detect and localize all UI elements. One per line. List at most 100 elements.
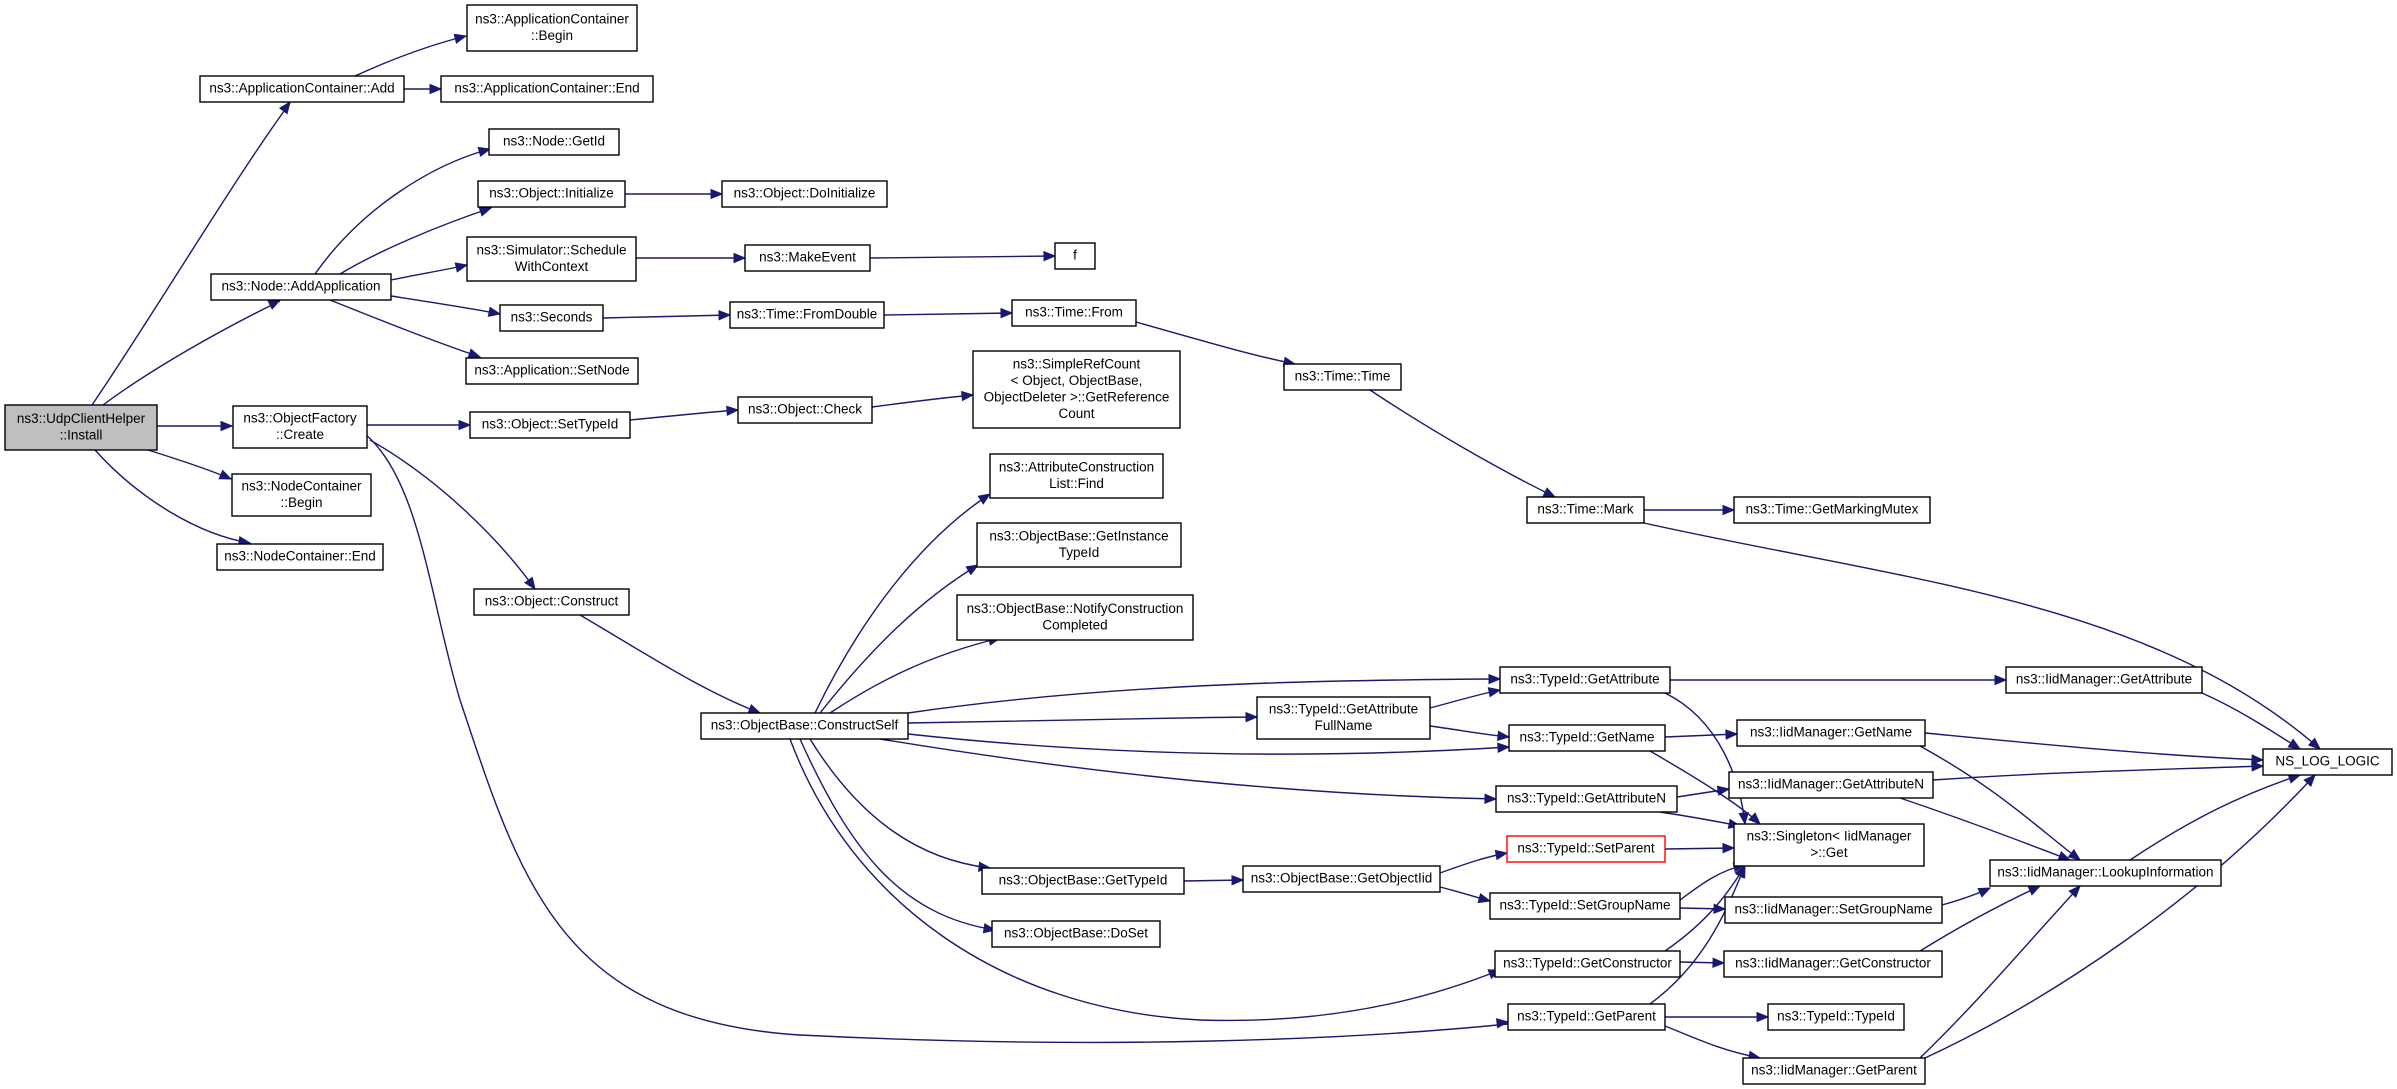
node-iid-getattr[interactable]: ns3::IidManager::GetAttribute (2005, 666, 2203, 694)
arrowhead (1497, 742, 1511, 753)
node-time-fromdouble[interactable]: ns3::Time::FromDouble (729, 301, 885, 329)
node-app-begin[interactable]: ns3::ApplicationContainer::Begin (466, 4, 638, 52)
node-label: ns3::Simulator::Schedule (476, 242, 626, 257)
edge-tid-getattrfull-to-tid-getattr (1429, 687, 1502, 709)
node-box (2262, 748, 2393, 776)
node-box (231, 473, 372, 517)
edge-tid-getattr-to-iid-getattr (1670, 674, 2008, 686)
node-label: ns3::Seconds (511, 310, 593, 325)
edge-iid-getparent-to-iid-lookup (1919, 885, 2081, 1059)
arrowhead (1994, 674, 2008, 686)
node-label: ns3::MakeEvent (759, 250, 856, 265)
edge-line (390, 264, 468, 281)
node-tid-setgroup[interactable]: ns3::TypeId::SetGroupName (1489, 892, 1681, 920)
arrowhead (487, 306, 502, 317)
edge-line (364, 433, 1509, 1044)
node-iid-lookup[interactable]: ns3::IidManager::LookupInformation (1989, 859, 2222, 887)
node-label: ns3::IidManager::GetName (1750, 725, 1912, 740)
node-label: ns3::IidManager::GetAttributeN (1738, 777, 1924, 792)
node-box (1724, 896, 1943, 924)
edge-iid-getattrn-to-iid-lookup (1899, 797, 2072, 861)
edge-app-add-to-app-end (404, 83, 443, 95)
edge-sim-sched-to-makeevent (636, 252, 747, 264)
node-time-getmutex[interactable]: ns3::Time::GetMarkingMutex (1733, 496, 1931, 524)
node-ob-doset[interactable]: ns3::ObjectBase::DoSet (991, 920, 1161, 948)
node-tid-getparent[interactable]: ns3::TypeId::GetParent (1507, 1003, 1666, 1031)
node-tid-getctor[interactable]: ns3::TypeId::GetConstructor (1494, 950, 1681, 978)
edge-tid-setgroup-to-iid-setgroup (1679, 903, 1727, 914)
node-time-time[interactable]: ns3::Time::Time (1283, 363, 1402, 391)
node-udp-install[interactable]: ns3::UdpClientHelper::Install (4, 404, 158, 451)
node-label: ns3::Object::Construct (485, 594, 619, 609)
edge-line (1919, 885, 2041, 952)
node-obj-check[interactable]: ns3::Object::Check (737, 396, 873, 424)
node-time-from[interactable]: ns3::Time::From (1011, 299, 1137, 327)
node-node-addapp[interactable]: ns3::Node::AddApplication (210, 273, 392, 301)
edge-udp-install-to-nc-end (94, 449, 252, 547)
node-app-add[interactable]: ns3::ApplicationContainer::Add (199, 75, 405, 103)
node-makeevent[interactable]: ns3::MakeEvent (744, 244, 871, 272)
node-time-mark[interactable]: ns3::Time::Mark (1526, 496, 1645, 524)
node-ob-notify[interactable]: ns3::ObjectBase::NotifyConstructionCompl… (956, 594, 1194, 641)
edge-line (1664, 847, 1735, 850)
arrowhead (454, 262, 469, 273)
node-tid-typeid[interactable]: ns3::TypeId::TypeId (1767, 1003, 1905, 1031)
node-ob-getobjectiid[interactable]: ns3::ObjectBase::GetObjectIid (1242, 865, 1441, 893)
node-app-end[interactable]: ns3::ApplicationContainer::End (440, 75, 654, 103)
node-ob-gettypeid[interactable]: ns3::ObjectBase::GetTypeId (981, 867, 1185, 895)
edge-line (869, 255, 1056, 259)
node-label: f (1073, 248, 1077, 263)
node-ob-constructself[interactable]: ns3::ObjectBase::ConstructSelf (700, 712, 909, 740)
edge-line (314, 148, 491, 275)
node-iid-getctor[interactable]: ns3::IidManager::GetConstructor (1723, 950, 1943, 978)
node-nc-end[interactable]: ns3::NodeContainer::End (216, 543, 384, 571)
arrowhead (1495, 1018, 1510, 1029)
node-tid-getattrn[interactable]: ns3::TypeId::GetAttributeN (1495, 785, 1678, 813)
node-tid-setparent[interactable]: ns3::TypeId::SetParent (1506, 835, 1666, 863)
node-iid-getparent[interactable]: ns3::IidManager::GetParent (1742, 1057, 1926, 1085)
edge-node-addapp-to-app-setnode (329, 299, 482, 359)
edge-ob-constructself-to-tid-getname (907, 733, 1511, 755)
edge-udp-install-to-objfactory-create (157, 420, 234, 432)
node-obj-settypeid[interactable]: ns3::Object::SetTypeId (469, 411, 631, 439)
arrowhead (1494, 849, 1509, 861)
node-obj-init[interactable]: ns3::Object::Initialize (477, 180, 626, 208)
node-label: ns3::TypeId::GetName (1519, 730, 1654, 745)
node-iid-getattrn[interactable]: ns3::IidManager::GetAttributeN (1728, 771, 1934, 799)
node-objfactory-create[interactable]: ns3::ObjectFactory::Create (232, 405, 368, 449)
arrowhead (1000, 307, 1014, 319)
node-ns-log-logic[interactable]: NS_LOG_LOGIC (2262, 748, 2393, 776)
node-f[interactable]: f (1054, 242, 1096, 270)
node-iid-setgroup[interactable]: ns3::IidManager::SetGroupName (1724, 896, 1943, 924)
node-label: ::Begin (280, 495, 322, 510)
edge-udp-install-to-nc-begin (147, 449, 233, 480)
node-tid-getattr[interactable]: ns3::TypeId::GetAttribute (1499, 666, 1671, 694)
node-nc-begin[interactable]: ns3::NodeContainer::Begin (231, 473, 372, 517)
node-simplerefcount[interactable]: ns3::SimpleRefCount< Object, ObjectBase,… (972, 350, 1181, 429)
edge-objfactory-create-to-obj-settypeid (367, 419, 472, 431)
node-obj-construct[interactable]: ns3::Object::Construct (473, 588, 630, 616)
node-node-getid[interactable]: ns3::Node::GetId (488, 128, 620, 156)
node-iid-getname[interactable]: ns3::IidManager::GetName (1736, 719, 1926, 747)
node-label: ns3::SimpleRefCount (1013, 356, 1141, 371)
node-label: ns3::IidManager::GetParent (1751, 1063, 1917, 1078)
node-tid-getname[interactable]: ns3::TypeId::GetName (1508, 724, 1666, 752)
node-obj-doinit[interactable]: ns3::Object::DoInitialize (721, 180, 888, 208)
arrowhead (2251, 754, 2265, 765)
arrowhead (218, 469, 233, 480)
arrowhead (453, 33, 468, 44)
edge-line (1924, 732, 2264, 761)
node-app-setnode[interactable]: ns3::Application::SetNode (465, 357, 639, 385)
node-seconds[interactable]: ns3::Seconds (499, 304, 604, 332)
edge-line (799, 738, 996, 931)
edge-time-fromdouble-to-time-from (883, 307, 1014, 319)
node-box (499, 304, 604, 332)
edge-line (829, 637, 1001, 714)
node-label: ns3::ApplicationContainer (475, 11, 629, 26)
node-singleton-get[interactable]: ns3::Singleton< IidManager>::Get (1733, 823, 1925, 867)
arrowhead (1542, 487, 1557, 498)
